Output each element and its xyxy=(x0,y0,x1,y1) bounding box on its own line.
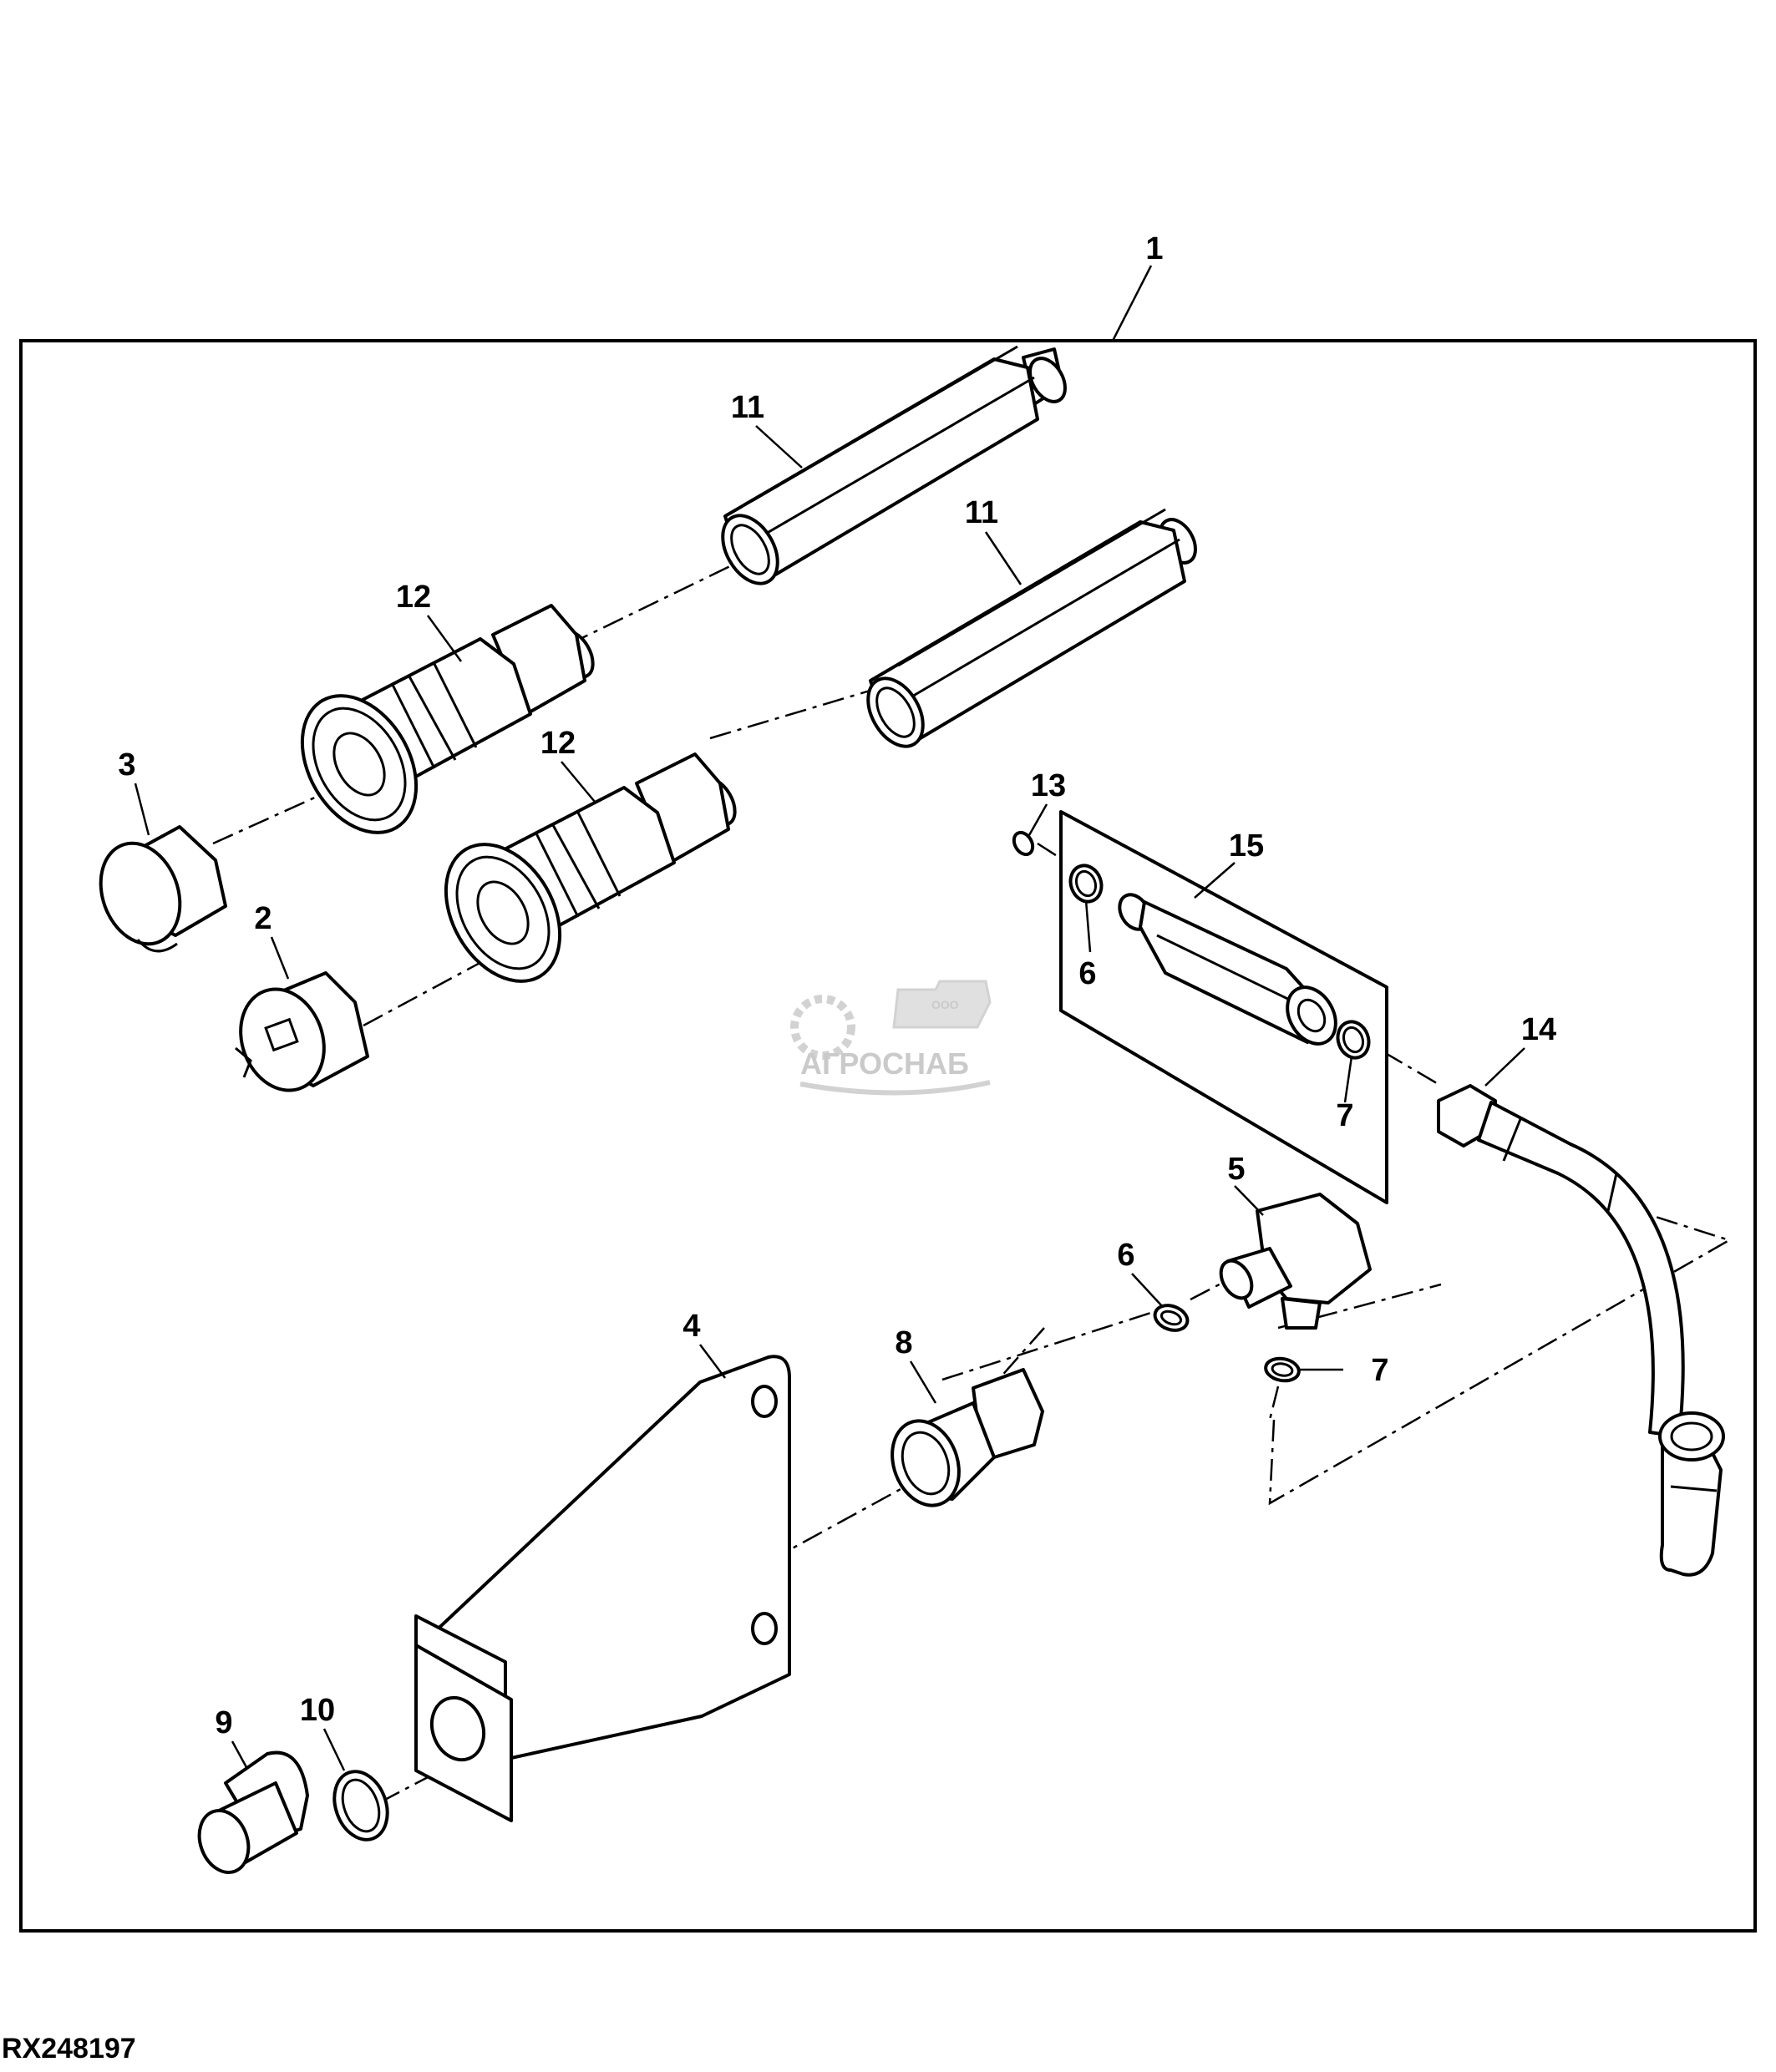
callout-9: 9 xyxy=(215,1705,232,1740)
part-12-lower-coupler xyxy=(444,752,737,983)
part-15-filter xyxy=(1118,893,1337,1046)
part-14-hose xyxy=(1437,1084,1725,1577)
part-11-lower-adapter xyxy=(866,508,1197,748)
callout-1: 1 xyxy=(1145,231,1163,266)
part-15-panel xyxy=(1059,810,1388,1204)
figure-id: RX248197 xyxy=(2,2033,136,2064)
kit-frame xyxy=(19,339,1757,1933)
callout-8: 8 xyxy=(895,1325,912,1360)
part-2-dust-plug xyxy=(235,971,369,1092)
callout-15: 15 xyxy=(1229,828,1264,864)
part-8-bulkhead-fitting xyxy=(891,1368,1044,1507)
part-4-bracket xyxy=(414,1355,791,1822)
callout-11-upper: 11 xyxy=(731,390,764,425)
part-10-o-ring xyxy=(332,1770,389,1841)
callout-2: 2 xyxy=(254,901,271,936)
part-6-upper-o-ring xyxy=(1068,864,1104,904)
part-5-elbow-fitting xyxy=(1219,1193,1372,1330)
callout-4: 4 xyxy=(682,1309,700,1344)
watermark-logo: ООО АГРОСНАБ xyxy=(790,980,992,1096)
callout-11-lower: 11 xyxy=(965,495,998,530)
part-9-cap xyxy=(197,1750,309,1874)
callout-6-lower: 6 xyxy=(1117,1238,1134,1273)
callout-12-upper: 12 xyxy=(396,580,431,615)
callout-12-lower: 12 xyxy=(540,726,576,761)
part-13-bleed-fitting xyxy=(1012,830,1035,857)
part-12-upper-coupler xyxy=(300,604,595,834)
part-11-upper-adapter xyxy=(721,345,1067,585)
callout-6-upper: 6 xyxy=(1078,956,1096,991)
part-7-lower-o-ring xyxy=(1264,1356,1301,1383)
watermark-small-text: ООО xyxy=(931,998,959,1011)
callout-7-upper: 7 xyxy=(1336,1098,1353,1133)
callout-labels: 1 11 11 12 12 3 2 13 15 6 7 14 5 6 7 8 4… xyxy=(118,231,1556,1740)
callout-14: 14 xyxy=(1521,1012,1556,1047)
part-3-dust-cap xyxy=(99,825,227,953)
watermark-text: АГРОСНАБ xyxy=(800,1046,969,1081)
callout-3: 3 xyxy=(118,747,135,783)
leader-lines xyxy=(134,265,1525,1771)
callout-10: 10 xyxy=(300,1693,335,1728)
callout-13: 13 xyxy=(1031,768,1066,803)
part-6-lower-o-ring xyxy=(1153,1304,1190,1332)
part-7-upper-o-ring xyxy=(1336,1020,1371,1060)
callout-5: 5 xyxy=(1227,1152,1245,1187)
callout-7-lower: 7 xyxy=(1371,1353,1388,1388)
